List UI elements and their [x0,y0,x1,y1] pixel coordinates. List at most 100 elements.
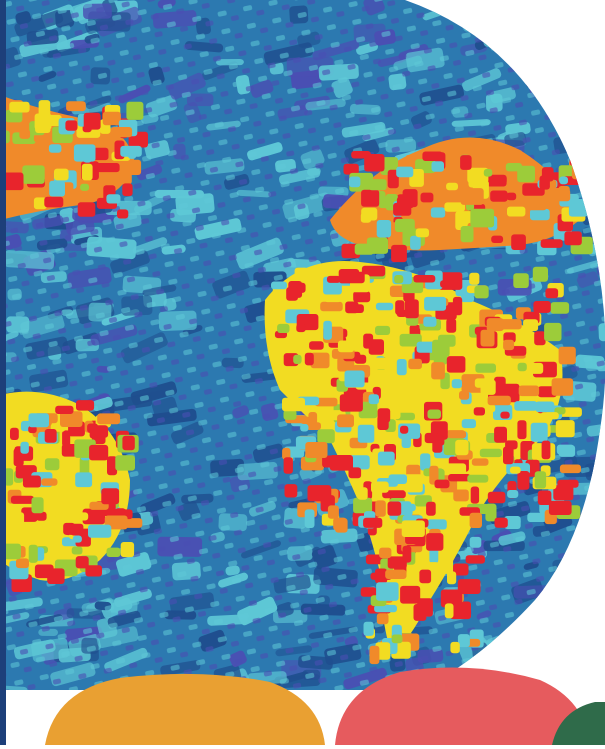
land-dab [533,301,550,313]
land-dab [385,570,406,579]
land-dab [369,179,387,190]
land-dab [474,407,485,415]
land-dab [552,378,574,396]
land-dab [372,358,388,370]
land-dab [377,220,391,238]
land-dab [75,472,92,487]
land-dab [309,341,324,349]
land-dab [379,548,391,559]
land-dab [570,152,582,166]
land-dab [340,394,363,411]
land-dab [424,297,446,311]
land-dab [82,164,93,181]
land-dab [440,280,462,288]
ocean-stroke [591,594,605,615]
land-dab [84,113,101,130]
land-dab [431,362,445,379]
land-dab [459,391,469,400]
land-dab [470,537,482,548]
land-dab [403,546,412,563]
land-dab [403,189,418,207]
land-dab [480,449,502,457]
land-dab [295,268,309,279]
land-dab [535,402,554,413]
land-dab [527,513,546,522]
land-dab [572,165,587,179]
land-dab [284,457,293,474]
ocean-stroke [508,21,550,42]
land-dab [351,151,371,159]
land-dab [544,323,561,341]
land-dab [453,490,469,502]
land-dab [19,129,30,139]
land-dab [103,112,121,126]
land-dab [376,582,399,601]
land-dab [549,501,572,515]
land-dab [117,209,128,218]
land-dab [446,319,456,333]
land-dab [500,412,509,419]
land-dab [320,302,343,312]
ocean-stroke [578,160,605,179]
land-dab [472,458,489,465]
land-dab [47,568,64,584]
land-dab [274,362,284,372]
ocean-stroke [570,668,598,687]
land-dab [299,366,308,373]
ocean-stroke [576,632,600,650]
land-dab [323,321,332,340]
land-dab [369,394,379,404]
land-dab [448,431,466,439]
ocean-stroke [565,33,601,45]
land-dab [45,429,57,443]
land-dab [395,300,404,315]
land-dab [33,190,46,197]
land-dab [538,491,552,506]
land-dab [349,177,360,188]
land-dab [296,324,305,332]
land-dab [455,440,468,455]
land-dab [402,520,425,537]
land-dab [35,124,50,133]
land-dab [338,341,354,353]
land-dab [495,518,508,528]
land-dab [44,197,63,208]
land-dab [285,484,298,497]
land-dab [541,412,559,419]
land-dab [470,513,482,528]
land-dab [447,571,456,584]
land-dab [467,475,488,483]
land-dab [370,646,380,664]
ocean-stroke [522,57,573,89]
land-dab [466,555,485,563]
land-dab [406,155,415,168]
land-dab [286,287,298,301]
land-dab [531,423,548,442]
land-dab [507,207,525,217]
land-dab [11,496,34,504]
land-dab [542,167,554,181]
land-dab [55,406,73,414]
ocean-stroke [594,465,605,482]
land-dab [458,579,481,594]
ocean-stroke [578,1,603,13]
land-dab [317,429,335,443]
land-dab [448,474,471,481]
land-dab [494,377,506,395]
land-dab [559,177,568,185]
land-dab [530,209,550,220]
land-dab [305,353,314,366]
land-dab [363,518,382,528]
land-dab [389,474,407,484]
land-dab [107,548,121,557]
land-dab [49,144,62,153]
land-dab [71,524,84,536]
land-dab [507,193,517,201]
land-dab [503,340,514,350]
land-dab [271,282,287,290]
land-dab [300,424,308,432]
land-dab [503,447,514,465]
land-dab [89,445,108,461]
